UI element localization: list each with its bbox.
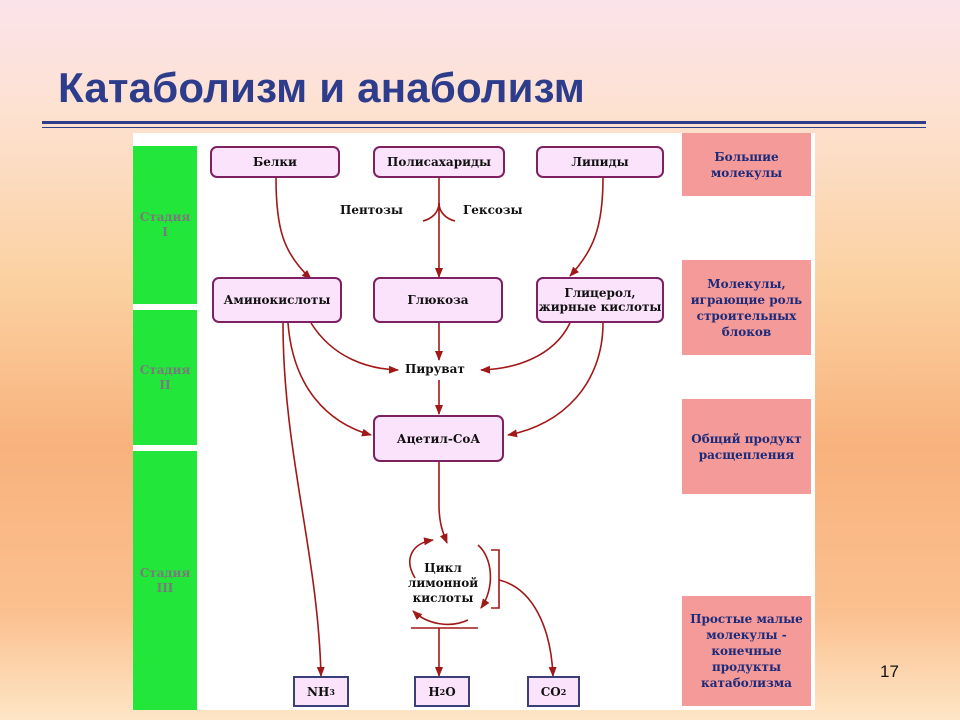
h2o-base: H [428, 684, 440, 699]
description-2-text: Молекулы, играющие роль строительных бло… [690, 276, 803, 339]
node-polysaccharides-label: Полисахариды [386, 155, 492, 169]
node-proteins-label: Белки [253, 155, 297, 169]
description-large-molecules: Большие молекулы [682, 133, 811, 196]
page-number: 17 [880, 662, 899, 681]
label-hexoses: Гексозы [463, 203, 523, 217]
arrow-amino-acids-to-pyruvate [310, 322, 399, 374]
node-proteins: Белки [210, 146, 340, 178]
nh3-sub: 3 [329, 686, 335, 697]
h2o-sub: 2 [439, 686, 446, 697]
node-polysaccharides: Полисахариды [373, 146, 505, 178]
cycle-ring-left [409, 537, 434, 579]
metabolism-diagram: Стадия I Стадия II Стадия III Белки Поли… [133, 133, 815, 710]
cycle-bracket-right [491, 549, 500, 609]
arrow-amino-acids-to-nh3 [282, 322, 325, 677]
arrow-proteins-to-amino-acids [275, 177, 312, 280]
cycle-ring-right [477, 544, 492, 609]
node-acetyl-coa: Ацетил-СоА [373, 415, 504, 462]
nh3-base: NH [307, 684, 330, 699]
arrow-amino-acids-to-acetyl-coa [287, 322, 372, 437]
arrow-lipids-to-glycerol [569, 177, 604, 277]
description-4-text: Простые малые молекулы - конечные продук… [690, 612, 803, 690]
description-common-product: Общий продукт расщепления [682, 399, 811, 494]
node-acetyl-coa-label: Ацетил-СоА [396, 431, 481, 446]
title-rule-thick [42, 121, 926, 124]
node-glycerol-fatty-acids: Глицерол, жирные кислоты [536, 277, 664, 323]
slide-title: Катаболизм и анаболизм [58, 64, 585, 111]
co2-base: CO [540, 684, 561, 699]
node-glycerol-label: Глицерол, жирные кислоты [538, 286, 662, 314]
label-pyruvate: Пируват [405, 362, 465, 376]
arrow-pentoses-branch [422, 202, 440, 222]
node-amino-acids: Аминокислоты [212, 277, 342, 323]
arrow-layer [275, 177, 604, 677]
arrow-hexoses-branch [438, 202, 456, 222]
node-glucose: Глюкоза [373, 277, 503, 323]
arrow-acetyl-coa-to-cycle [438, 462, 448, 544]
node-lipids-label: Липиды [571, 155, 629, 169]
arrow-cycle-to-co2 [498, 579, 557, 677]
description-3-text: Общий продукт расщепления [691, 431, 802, 462]
stage-3-label: Стадия III [139, 565, 191, 595]
arrow-glycerol-to-pyruvate [480, 322, 571, 374]
description-end-products: Простые малые молекулы - конечные продук… [682, 596, 811, 706]
stage-3-band: Стадия III [133, 451, 197, 710]
node-amino-acids-label: Аминокислоты [223, 293, 331, 307]
label-pentoses: Пентозы [340, 203, 403, 217]
node-glucose-label: Глюкоза [407, 293, 469, 307]
citric-acid-cycle-label: Цикл лимонной кислоты [407, 560, 479, 605]
title-rule-thin [42, 127, 926, 128]
stage-1-label: Стадия I [139, 210, 191, 239]
citric-acid-cycle: Цикл лимонной кислоты [395, 538, 491, 628]
stage-1-band: Стадия I [133, 146, 197, 304]
stage-2-band: Стадия II [133, 310, 197, 445]
node-lipids: Липиды [536, 146, 664, 178]
h2o-tail: O [445, 684, 456, 699]
description-1-text: Большие молекулы [710, 149, 783, 180]
description-building-blocks: Молекулы, играющие роль строительных бло… [682, 260, 811, 355]
cycle-ring-bottom [412, 610, 469, 626]
co2-sub: 2 [560, 686, 567, 697]
stage-2-label: Стадия II [139, 362, 191, 392]
arrow-glycerol-to-acetyl-coa [507, 322, 604, 438]
